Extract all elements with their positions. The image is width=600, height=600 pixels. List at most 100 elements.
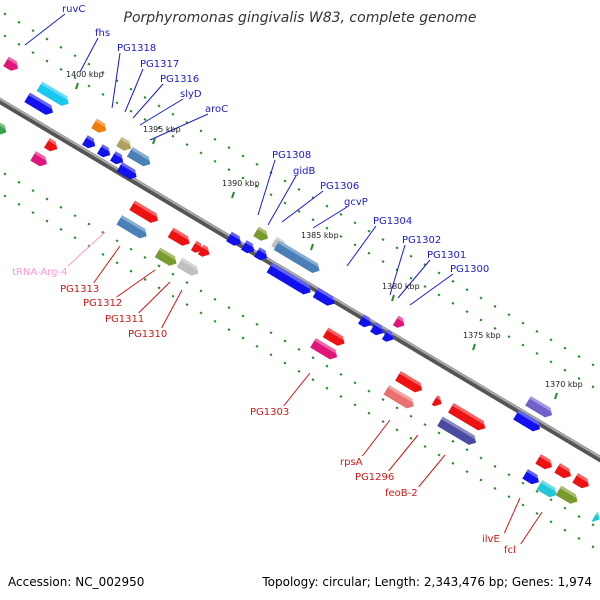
feature-olive [253, 226, 269, 241]
scale-tick [472, 343, 476, 351]
tick-dot [241, 154, 245, 158]
feature-blue-shine [517, 410, 540, 427]
leader-line [389, 244, 406, 296]
gene-label: PG1313 [60, 284, 99, 295]
tick-dot [31, 51, 35, 55]
tick-dot [353, 381, 357, 385]
feature-pink-body [392, 315, 405, 328]
feature-blue-body [522, 469, 539, 485]
feature-red [535, 454, 552, 470]
tick-dot [507, 473, 511, 477]
feature-olive-shine [257, 226, 268, 236]
label-leaders [24, 13, 543, 545]
tick-dot [87, 62, 91, 66]
gene-label: slyD [180, 89, 202, 100]
leader-line [161, 289, 183, 329]
tick-dot [129, 109, 133, 113]
tick-dot [381, 238, 385, 241]
tick-dot [535, 351, 539, 355]
tick-dot [325, 386, 329, 390]
tick-dot [31, 29, 35, 33]
scale-tick [310, 243, 314, 251]
feature-blue [513, 410, 541, 432]
feature-red-shine [399, 371, 422, 388]
tick-dot [17, 20, 21, 24]
feature-green-shine [0, 122, 6, 130]
tick-dot [199, 129, 203, 133]
feature-blue-body [358, 314, 372, 328]
gene-label: aroC [205, 104, 228, 115]
feature-steelblue-body [126, 147, 151, 167]
tick-dot [213, 159, 217, 163]
feature-blue-shine [28, 92, 53, 110]
tick-dot [129, 87, 133, 91]
tick-dot [339, 235, 343, 238]
tick-dot [255, 162, 259, 166]
tick-dot [283, 361, 287, 365]
tick-dot [577, 537, 581, 540]
feature-red-body [431, 395, 442, 407]
tick-dot [17, 42, 21, 46]
tick-dot [325, 364, 329, 368]
scale-tick [231, 191, 235, 199]
tick-dot [437, 271, 441, 275]
tick-dot [577, 515, 581, 518]
leader-line [418, 454, 446, 488]
feature-red-shine [576, 473, 589, 483]
tick-dot [465, 288, 469, 292]
tick-dot [395, 406, 399, 410]
tick-dot [45, 59, 49, 63]
feature-pink-body [310, 338, 338, 360]
tick-dot [269, 193, 273, 197]
feature-olive [154, 247, 177, 266]
gene-label: fcl [504, 545, 516, 556]
tick-dot [213, 319, 217, 323]
feature-grey-body [176, 257, 199, 276]
feature-ruvC-body [3, 56, 19, 71]
feature-orange [91, 118, 107, 133]
tick-dot [143, 96, 147, 99]
feature-red-body [129, 200, 158, 223]
gene-label: ruvC [62, 4, 85, 15]
tick-dot [493, 486, 497, 490]
tick-dot [367, 229, 371, 233]
leader-line [520, 511, 543, 545]
tick-dot [451, 301, 455, 305]
feature-slateblue-shine [529, 396, 552, 413]
gene-label: PG1308 [272, 150, 311, 161]
leader-line [267, 175, 297, 226]
tick-dot [367, 411, 371, 415]
feature-blue [370, 322, 384, 336]
tick-dot [353, 221, 357, 225]
tick-dot [521, 481, 525, 485]
gene-label: gidB [293, 166, 315, 177]
feature-blue [82, 135, 96, 149]
tick-dot [255, 322, 259, 326]
tick-dot [311, 218, 315, 222]
tick-dot [521, 321, 525, 325]
tick-dot [325, 226, 329, 230]
tick-dot [451, 461, 455, 465]
gene-label: PG1318 [117, 43, 156, 54]
feature-blue [358, 314, 372, 328]
tick-dot [241, 336, 245, 340]
leader-line [24, 13, 66, 46]
tick-dot [535, 329, 539, 333]
feature-blue [241, 240, 255, 254]
tick-dot [521, 503, 525, 507]
feature-red [572, 473, 589, 489]
gene-label: ilvE [482, 534, 500, 545]
feature-blue-shine [270, 262, 311, 290]
gene-label: feoB-2 [385, 488, 418, 499]
feature-blue-shine [245, 240, 254, 248]
feature-steelblue-shine [130, 147, 150, 161]
tick-dot [129, 247, 133, 251]
feature-blue-body [381, 329, 394, 342]
feature-blue [522, 469, 539, 485]
tick-dot [283, 179, 287, 183]
leader-line [503, 497, 521, 534]
feature-blue-body [97, 144, 111, 158]
feature-slateblue-body [525, 396, 553, 418]
leader-line [93, 245, 121, 284]
feature-olive-body [116, 136, 132, 151]
